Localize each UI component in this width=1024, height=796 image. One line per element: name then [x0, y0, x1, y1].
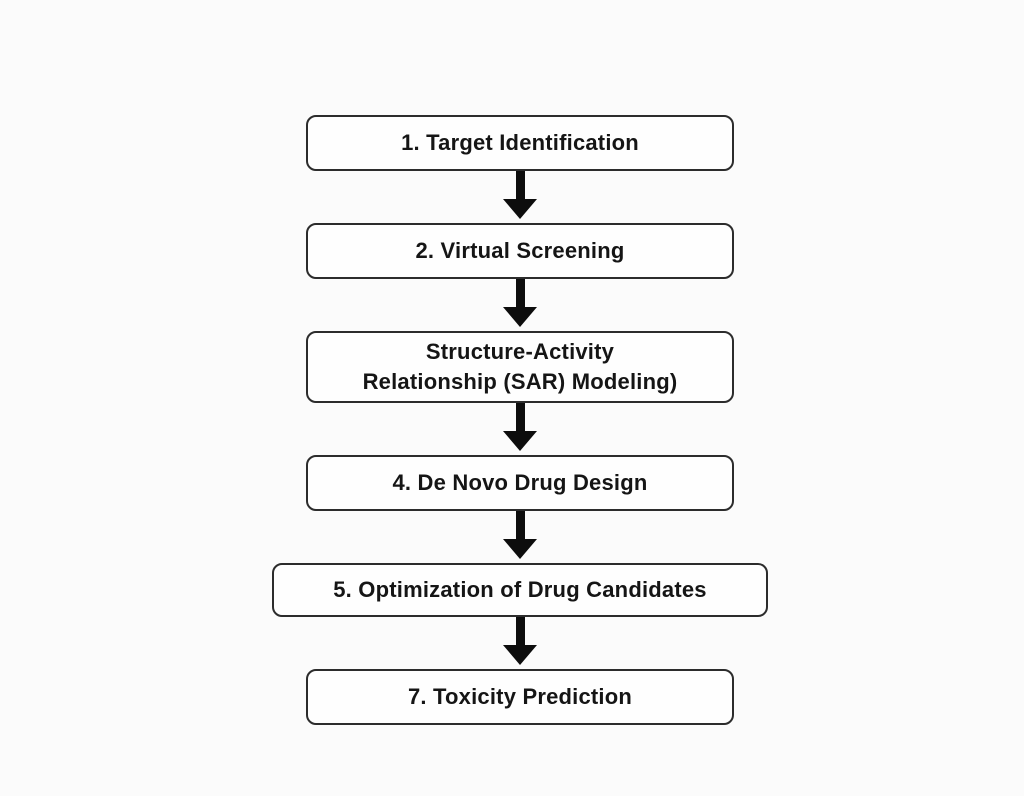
arrowhead-icon [503, 645, 537, 665]
node-label: 2. Virtual Screening [415, 238, 625, 264]
arrow-shaft [515, 511, 525, 539]
node-label-line2: Relationship (SAR) Modeling) [362, 369, 678, 394]
node-virtual-screening: 2. Virtual Screening [306, 223, 734, 279]
down-arrow [503, 403, 537, 455]
node-label: 7. Toxicity Prediction [407, 684, 633, 710]
node-label: 4. De Novo Drug Design [392, 470, 648, 496]
down-arrow [503, 279, 537, 331]
arrowhead-icon [503, 539, 537, 559]
arrow-shaft [515, 279, 525, 307]
node-target-identification: 1. Target Identification [306, 115, 734, 171]
flowchart: 1. Target Identification 2. Virtual Scre… [272, 115, 768, 725]
node-optimization-of-drug-candidates: 5. Optimization of Drug Candidates [272, 563, 768, 617]
node-de-novo-drug-design: 4. De Novo Drug Design [306, 455, 734, 511]
down-arrow [503, 171, 537, 223]
down-arrow [503, 511, 537, 563]
node-label: 1. Target Identification [401, 130, 639, 156]
arrowhead-icon [503, 307, 537, 327]
arrow-shaft [515, 617, 525, 645]
node-label-line1: Structure-Activity [425, 339, 615, 365]
arrowhead-icon [503, 431, 537, 451]
node-label: 5. Optimization of Drug Candidates [333, 577, 707, 603]
node-sar-modeling: Structure-Activity Relationship (SAR) Mo… [306, 331, 734, 403]
arrow-shaft [515, 171, 525, 199]
node-toxicity-prediction: 7. Toxicity Prediction [306, 669, 734, 725]
arrow-shaft [515, 403, 525, 431]
arrowhead-icon [503, 199, 537, 219]
down-arrow [503, 617, 537, 669]
